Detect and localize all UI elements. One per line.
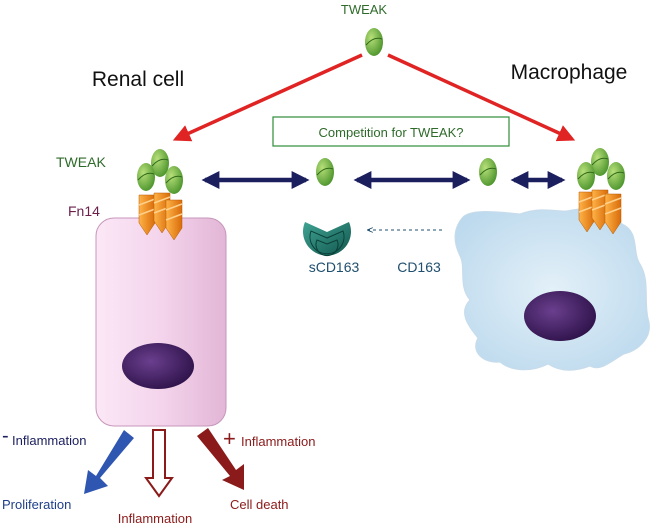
renal-cell-body [95, 217, 227, 427]
renal-tweak-ligand-icon [136, 148, 184, 195]
proliferation-label: Proliferation [2, 497, 71, 512]
scd163-label: sCD163 [309, 259, 360, 275]
free-tweak-ligand-icon [315, 157, 335, 187]
red-arrow-to-renal [172, 53, 363, 142]
competition-box [272, 116, 510, 147]
cd163-label: CD163 [397, 259, 441, 275]
plus-sign: + [223, 426, 236, 451]
macrophage-title: Macrophage [511, 61, 628, 84]
renal-nucleus [122, 343, 194, 389]
red-arrow-to-macrophage [387, 53, 576, 142]
competition-label: Competition for TWEAK? [319, 125, 464, 140]
inflammation-bottom-label: Inflammation [118, 511, 192, 526]
renal-cell-title: Renal cell [92, 68, 184, 91]
plus-inflammation-label: Inflammation [241, 434, 315, 449]
macrophage-body [454, 208, 650, 371]
minus-inflammation-label: Inflammation [12, 433, 86, 448]
macrophage-nucleus [524, 291, 596, 341]
macrophage-tweak-ligand-icon [576, 147, 626, 191]
blue-arrow-proliferation [84, 430, 134, 494]
darkred-arrow-cell-death [197, 428, 244, 490]
top-tweak-label: TWEAK [341, 2, 388, 17]
cell-death-label: Cell death [230, 497, 289, 512]
macrophage-fn14-receptor-icon [578, 189, 622, 235]
tweak-left-label: TWEAK [56, 154, 106, 170]
top-tweak-ligand-icon [364, 27, 384, 57]
hollow-arrow-inflammation [144, 429, 174, 498]
bound-tweak-ligand-icon [478, 157, 498, 187]
minus-sign: - [2, 425, 9, 447]
scd163-icon [302, 221, 352, 257]
fn14-label: Fn14 [68, 203, 100, 219]
